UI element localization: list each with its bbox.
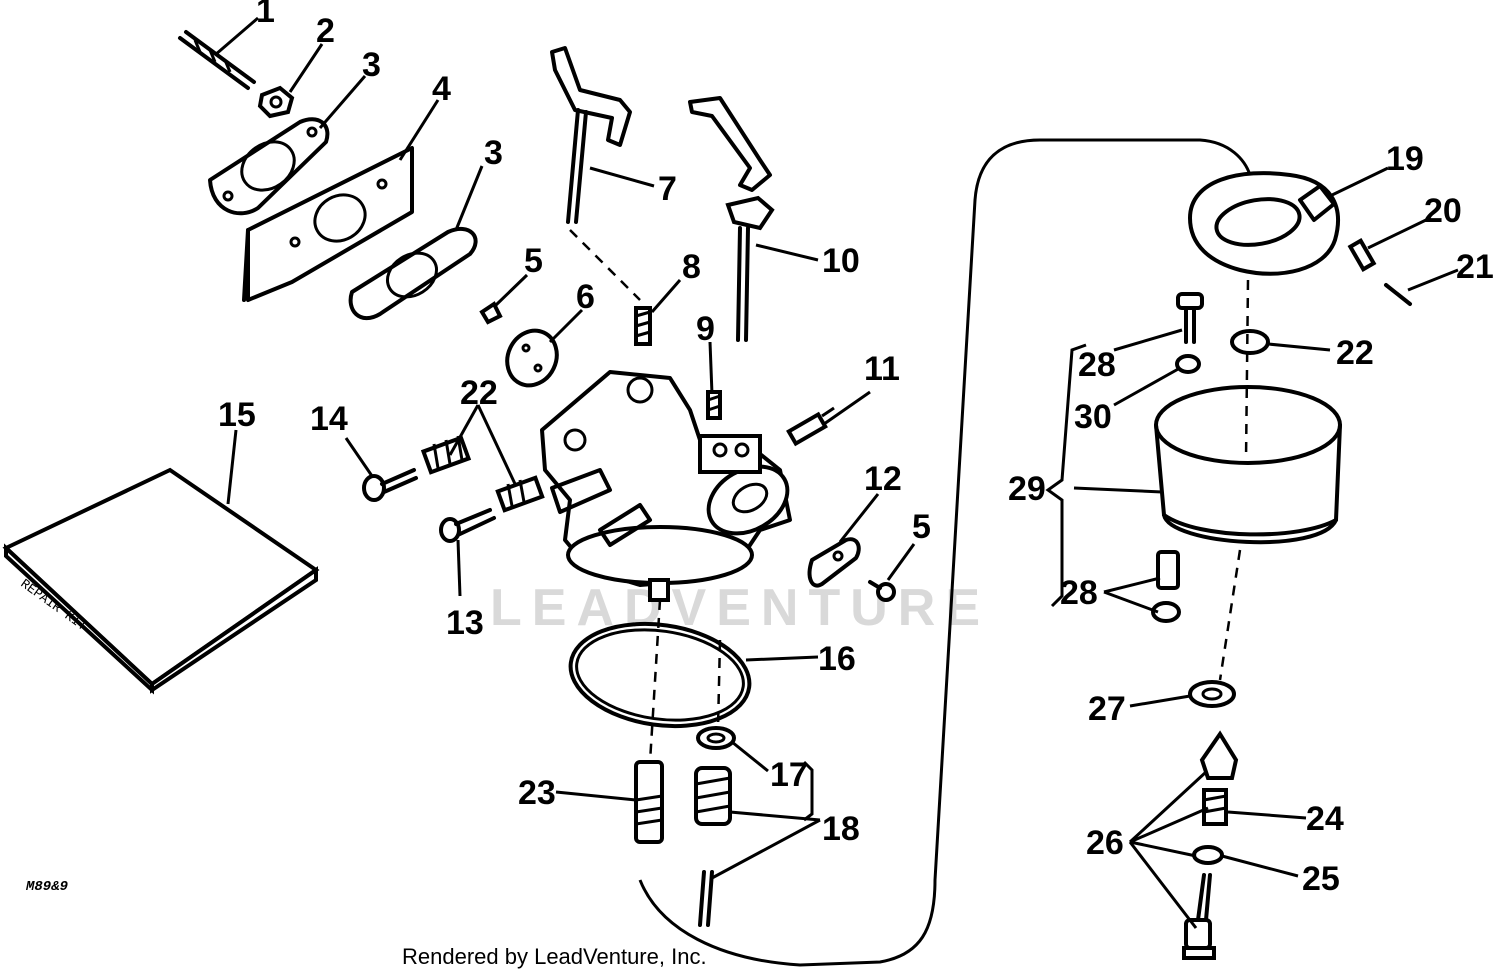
callout-2: 2 (316, 12, 335, 50)
footer-credit: Rendered by LeadVenture, Inc. (402, 944, 707, 969)
screw-part-14 (362, 468, 418, 502)
screw-small-part (479, 301, 503, 325)
axis-line-right-lower (1218, 549, 1242, 681)
callout-11: 11 (864, 350, 900, 388)
callout-30: 30 (1074, 398, 1112, 436)
callout-22-right: 22 (1336, 334, 1374, 372)
stud-part (178, 30, 256, 90)
callout-24: 24 (1306, 800, 1344, 838)
bowl-gasket-part (568, 621, 752, 729)
idle-spring-part (634, 306, 652, 346)
float-pin-part (1384, 283, 1412, 306)
callout-25: 25 (1302, 860, 1340, 898)
callout-19: 19 (1386, 140, 1424, 178)
callout-26: 26 (1086, 824, 1124, 862)
throttle-shaft-part (550, 46, 641, 301)
repair-kit-box: REPAIR KIT (2, 467, 320, 695)
callout-5b: 5 (912, 508, 931, 546)
gasket-upper-part (208, 117, 330, 216)
adjusting-needle-part (1182, 873, 1216, 960)
leader-lines (214, 16, 1459, 929)
callout-16: 16 (818, 640, 856, 678)
axis-line-left (648, 599, 662, 763)
plate-part (242, 146, 414, 302)
carburetor-body (540, 370, 792, 602)
watermark: LEADVENTURE (490, 579, 990, 637)
spring-part-22a (420, 435, 472, 475)
main-jet-part (694, 766, 732, 927)
callout-10: 10 (822, 242, 860, 280)
nut-part (257, 85, 295, 119)
callout-21: 21 (1456, 248, 1494, 286)
choke-shaft-part (688, 96, 775, 342)
callout-14: 14 (310, 400, 348, 438)
screw-part-13 (439, 508, 496, 543)
axis-line-jet (716, 639, 722, 729)
washer-part-27 (1188, 680, 1236, 708)
washer-part-25 (1192, 845, 1224, 865)
screw-part-5b (868, 580, 896, 602)
callout-labels: 1 2 3 4 3 5 6 7 8 9 10 11 22 14 15 13 12… (218, 0, 1494, 898)
callout-13: 13 (446, 604, 484, 642)
callout-28-top: 28 (1078, 346, 1116, 384)
callout-12: 12 (864, 460, 902, 498)
callout-5: 5 (524, 242, 543, 280)
bowl-screw-lower (1151, 550, 1181, 623)
callout-6: 6 (576, 278, 595, 316)
callout-23: 23 (518, 774, 556, 812)
callout-18: 18 (822, 810, 860, 848)
small-spring-part (706, 390, 722, 420)
callout-4: 4 (432, 70, 451, 108)
float-bowl-part (1154, 385, 1342, 545)
float-spring-part (1347, 238, 1377, 272)
washer-part-22 (1230, 329, 1270, 355)
callout-3: 3 (362, 46, 381, 84)
callout-8: 8 (682, 248, 701, 286)
callout-7: 7 (658, 170, 677, 208)
axis-line-right (1244, 279, 1250, 461)
group-outline (638, 138, 1252, 967)
cover-plate-part (807, 537, 861, 588)
callout-29: 29 (1008, 470, 1046, 508)
callout-3b: 3 (484, 134, 503, 172)
callout-28-bottom: 28 (1060, 574, 1098, 612)
washer-part-30 (1175, 354, 1201, 374)
gasket-lower-part (348, 226, 478, 321)
callout-15: 15 (218, 396, 256, 434)
callout-17: 17 (770, 756, 808, 794)
washer-part-17 (696, 726, 736, 750)
float-part (1188, 171, 1340, 276)
callout-1: 1 (256, 0, 275, 30)
needle-seat-part (1199, 730, 1239, 826)
callout-20: 20 (1424, 192, 1462, 230)
nozzle-part (634, 760, 664, 844)
callout-27: 27 (1088, 690, 1126, 728)
shutter-plate-part (505, 328, 559, 388)
screw-part-11 (786, 406, 835, 447)
bowl-screw-top (1176, 292, 1204, 344)
callout-22-left: 22 (460, 374, 498, 412)
callout-9: 9 (696, 310, 715, 348)
figure-code: M89&9 (25, 879, 68, 895)
spring-part-22b (495, 475, 545, 513)
